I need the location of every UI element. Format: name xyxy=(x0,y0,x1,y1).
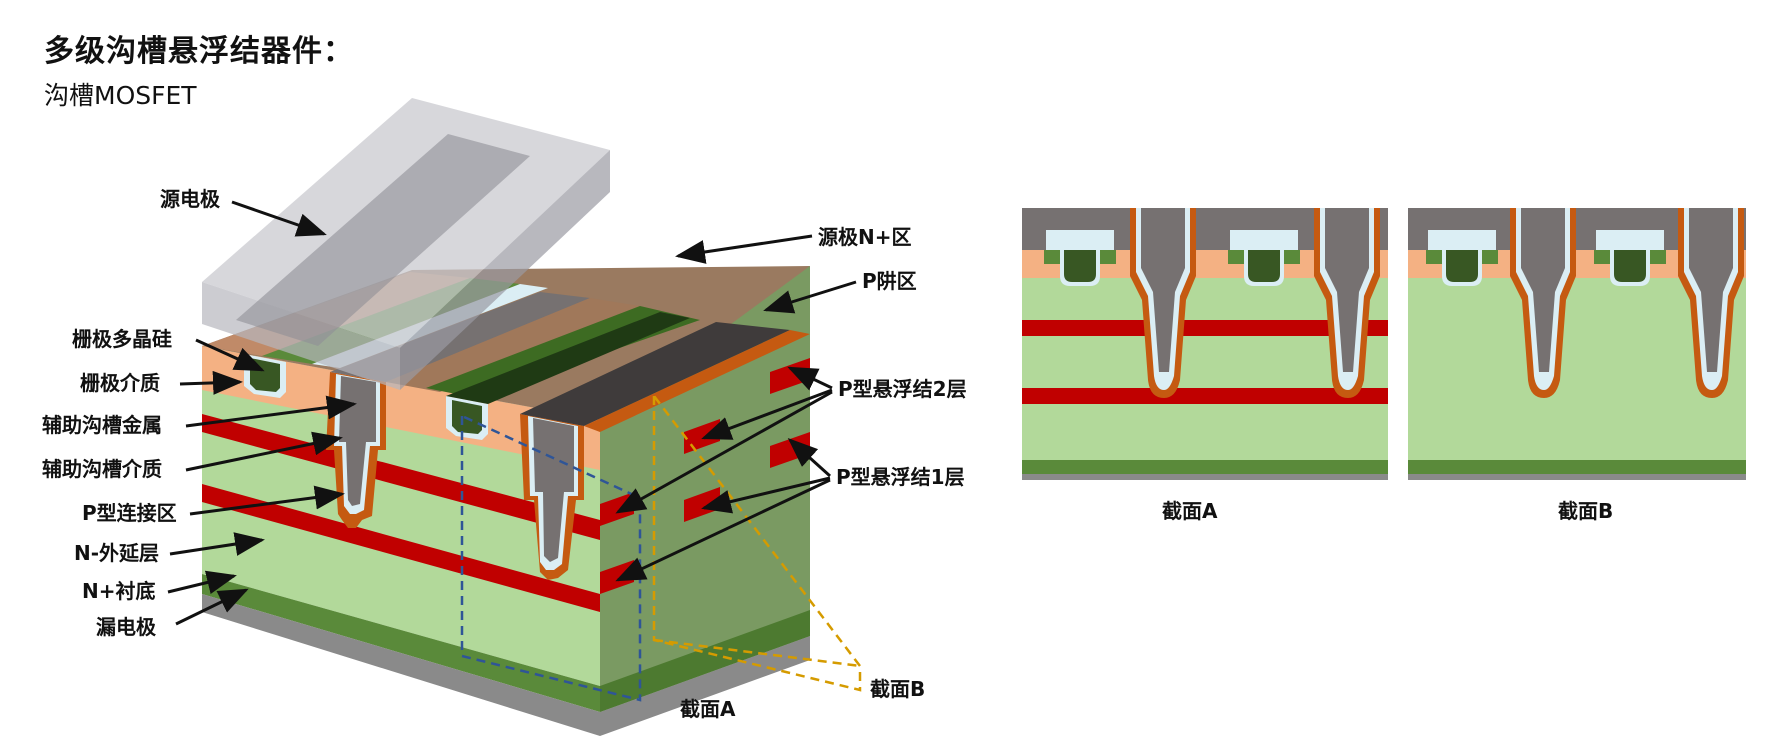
source-electrode-side xyxy=(400,150,610,390)
slide-subtitle: 沟槽MOSFET xyxy=(44,81,197,110)
label-p-float-2: P型悬浮结2层 xyxy=(838,377,967,401)
label-aux-trench-metal: 辅助沟槽金属 xyxy=(42,413,162,437)
label-source-nplus: 源极N+区 xyxy=(818,225,912,249)
top-pwell-strip-2 xyxy=(386,298,640,392)
front-face-pwell xyxy=(202,346,600,470)
front-face-substrate xyxy=(202,574,600,712)
device-3d-block xyxy=(202,98,810,736)
label-p-float-1: P型悬浮结1层 xyxy=(836,465,965,489)
left-labels: 源电极 栅极多晶硅 栅极介质 辅助沟槽金属 辅助沟槽介质 P型连接区 N-外延层… xyxy=(42,187,357,639)
label-drain: 漏电极 xyxy=(96,615,157,639)
caption-section-b: 截面B xyxy=(1558,499,1613,523)
source-electrode-ridge xyxy=(236,134,530,346)
label-p-connect: P型连接区 xyxy=(82,501,177,525)
front-face-drain xyxy=(202,594,600,736)
label-section-a-3d: 截面A xyxy=(680,697,736,721)
caption-section-a: 截面A xyxy=(1162,499,1218,523)
label-aux-trench-dielectric: 辅助沟槽介质 xyxy=(42,457,162,481)
section-lines xyxy=(460,395,862,702)
label-source-electrode: 源电极 xyxy=(160,187,221,211)
section-a-float-2 xyxy=(1022,320,1388,336)
top-gate-strip-2 xyxy=(446,312,690,404)
label-gate-poly: 栅极多晶硅 xyxy=(72,327,172,351)
label-p-well: P阱区 xyxy=(862,269,917,293)
label-gate-dielectric: 栅极介质 xyxy=(80,371,160,395)
cross-section-b xyxy=(1408,208,1746,480)
label-section-b-3d: 截面B xyxy=(870,677,925,701)
label-n-substrate: N+衬底 xyxy=(82,579,156,603)
label-n-epi: N-外延层 xyxy=(74,541,159,565)
right-labels: 源极N+区 P阱区 P型悬浮结2层 P型悬浮结1层 截面B 截面A xyxy=(615,225,967,721)
top-pwell-strip-3 xyxy=(584,330,810,432)
section-b-line xyxy=(652,395,862,692)
top-trench-strip-2 xyxy=(520,322,790,426)
slide-title: 多级沟槽悬浮结器件： xyxy=(44,34,354,69)
section-a-float-1 xyxy=(1022,388,1388,404)
front-float-1 xyxy=(202,484,600,612)
section-a-line xyxy=(460,414,642,702)
cross-section-a xyxy=(1022,208,1388,480)
